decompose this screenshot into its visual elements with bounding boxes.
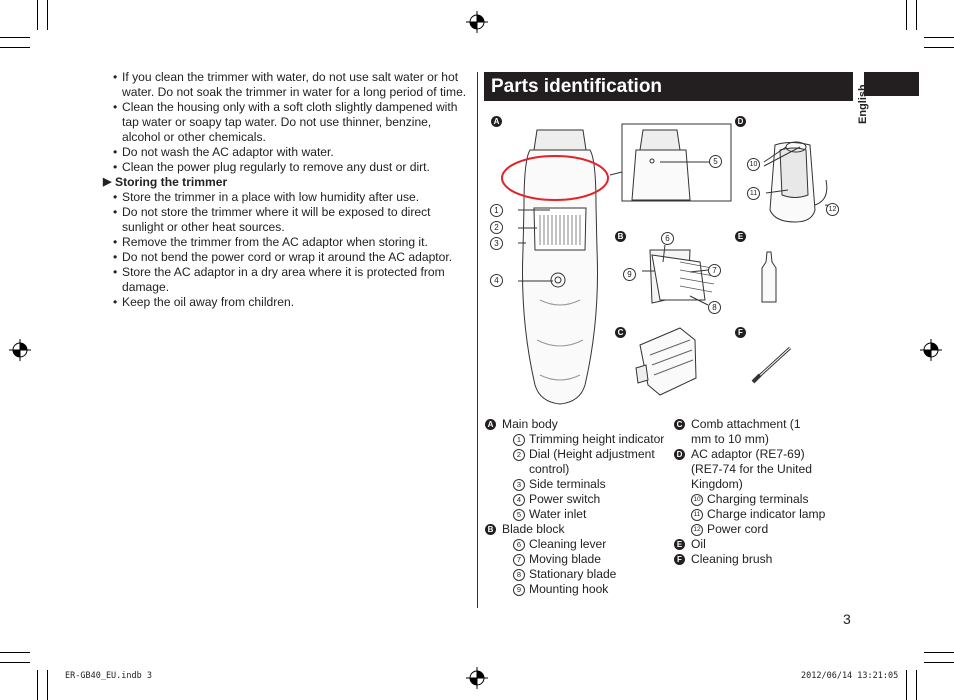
language-tab: English bbox=[857, 84, 869, 124]
callout-8: 8 bbox=[708, 301, 721, 314]
callout-3: 3 bbox=[490, 237, 503, 250]
item-number: 3 bbox=[513, 479, 525, 491]
callout-4: 4 bbox=[490, 274, 503, 287]
highlight-ellipse bbox=[501, 155, 609, 201]
footer-timestamp: 2012/06/14 13:21:05 bbox=[801, 671, 899, 681]
part-comb: Comb attachment (1 mm to 10 mm) bbox=[691, 417, 801, 446]
badge-C: C bbox=[674, 419, 685, 430]
storing-heading: ▶Storing the trimmer bbox=[103, 175, 470, 190]
parts-diagram bbox=[501, 123, 837, 405]
part-label: Power cord bbox=[707, 522, 769, 536]
section-title: Parts identification bbox=[491, 76, 663, 97]
bullet-item: Clean the housing only with a soft cloth… bbox=[104, 100, 470, 145]
column-divider bbox=[477, 72, 478, 608]
parts-list-right: C Comb attachment (1 mm to 10 mm) D AC ada… bbox=[674, 417, 854, 567]
callout-5: 5 bbox=[709, 155, 722, 168]
part-label: Cleaning lever bbox=[529, 537, 607, 551]
part-ac-adaptor: AC adaptor (RE7-69) (RE7-74 for the Unit… bbox=[691, 447, 812, 491]
bullet-item: Do not bend the power cord or wrap it ar… bbox=[104, 250, 470, 265]
callout-7: 7 bbox=[708, 264, 721, 277]
label-F: F bbox=[735, 327, 746, 338]
bullet-item: Do not wash the AC adaptor with water. bbox=[104, 145, 470, 160]
bullet-item: Clean the power plug regularly to remove… bbox=[104, 160, 470, 175]
main-body-illustration bbox=[501, 129, 609, 405]
registration-mark-top-icon bbox=[466, 11, 488, 33]
callout-11: 11 bbox=[747, 187, 760, 200]
item-number: 4 bbox=[513, 494, 525, 506]
item-number: 12 bbox=[691, 524, 703, 536]
part-label: Moving blade bbox=[529, 552, 601, 566]
page-number: 3 bbox=[843, 611, 851, 627]
part-label: Charging terminals bbox=[707, 492, 809, 506]
part-label: Water inlet bbox=[529, 507, 587, 521]
bullet-item: Do not store the trimmer where it will b… bbox=[104, 205, 470, 235]
part-label: Trimming height indicator bbox=[529, 432, 665, 446]
item-number: 8 bbox=[513, 569, 525, 581]
blade-block-illustration bbox=[642, 244, 715, 306]
item-number: 11 bbox=[691, 509, 703, 521]
item-number: 6 bbox=[513, 539, 525, 551]
callout-12: 12 bbox=[826, 203, 839, 216]
side-tab-marker bbox=[864, 72, 919, 96]
part-label: Stationary blade bbox=[529, 567, 617, 581]
label-C: C bbox=[615, 327, 626, 338]
part-label: Dial (Height adjustment control) bbox=[529, 447, 655, 476]
registration-mark-bottom-icon bbox=[466, 667, 488, 689]
ac-adaptor-illustration bbox=[763, 141, 837, 223]
callout-2: 2 bbox=[490, 221, 503, 234]
badge-F: F bbox=[674, 554, 685, 565]
bullet-item: Store the trimmer in a place with low hu… bbox=[104, 190, 470, 205]
badge-B: B bbox=[485, 524, 496, 535]
part-main-body: Main body bbox=[502, 417, 558, 431]
part-label: Mounting hook bbox=[529, 582, 609, 596]
part-oil: Oil bbox=[691, 537, 706, 551]
item-number: 7 bbox=[513, 554, 525, 566]
bullet-item: Keep the oil away from children. bbox=[104, 295, 470, 310]
comb-attachment-illustration bbox=[635, 327, 697, 396]
badge-A: A bbox=[485, 419, 496, 430]
label-B: B bbox=[615, 231, 626, 242]
item-number: 5 bbox=[513, 509, 525, 521]
part-label: Power switch bbox=[529, 492, 601, 506]
registration-mark-left-icon bbox=[9, 339, 31, 361]
bullet-item: Remove the trimmer from the AC adaptor w… bbox=[104, 235, 470, 250]
oil-bottle-illustration bbox=[761, 251, 777, 303]
footer-file-info: ER-GB40_EU.indb 3 bbox=[65, 671, 152, 681]
callout-6: 6 bbox=[661, 232, 674, 245]
part-blade-block: Blade block bbox=[502, 522, 565, 536]
section-title-bar: Parts identification bbox=[484, 72, 853, 101]
part-brush: Cleaning brush bbox=[691, 552, 773, 566]
callout-1: 1 bbox=[490, 204, 503, 217]
item-number: 10 bbox=[691, 494, 703, 506]
inset-detail bbox=[609, 123, 732, 202]
bullet-item: If you clean the trimmer with water, do … bbox=[104, 70, 470, 100]
storing-heading-text: Storing the trimmer bbox=[115, 175, 228, 189]
registration-mark-right-icon bbox=[920, 339, 942, 361]
triangle-icon: ▶ bbox=[103, 176, 112, 188]
badge-E: E bbox=[674, 539, 685, 550]
label-A: A bbox=[491, 116, 502, 127]
item-number: 1 bbox=[513, 434, 525, 446]
part-label: Charge indicator lamp bbox=[707, 507, 826, 521]
item-number: 9 bbox=[513, 584, 525, 596]
care-instructions: If you clean the trimmer with water, do … bbox=[103, 70, 470, 310]
cleaning-brush-illustration bbox=[751, 346, 792, 384]
bullet-item: Store the AC adaptor in a dry area where… bbox=[104, 265, 470, 295]
callout-10: 10 bbox=[747, 158, 760, 171]
callout-9: 9 bbox=[623, 268, 636, 281]
label-E: E bbox=[735, 231, 746, 242]
label-D: D bbox=[735, 116, 746, 127]
part-label: Side terminals bbox=[529, 477, 606, 491]
item-number: 2 bbox=[513, 449, 525, 461]
badge-D: D bbox=[674, 449, 685, 460]
